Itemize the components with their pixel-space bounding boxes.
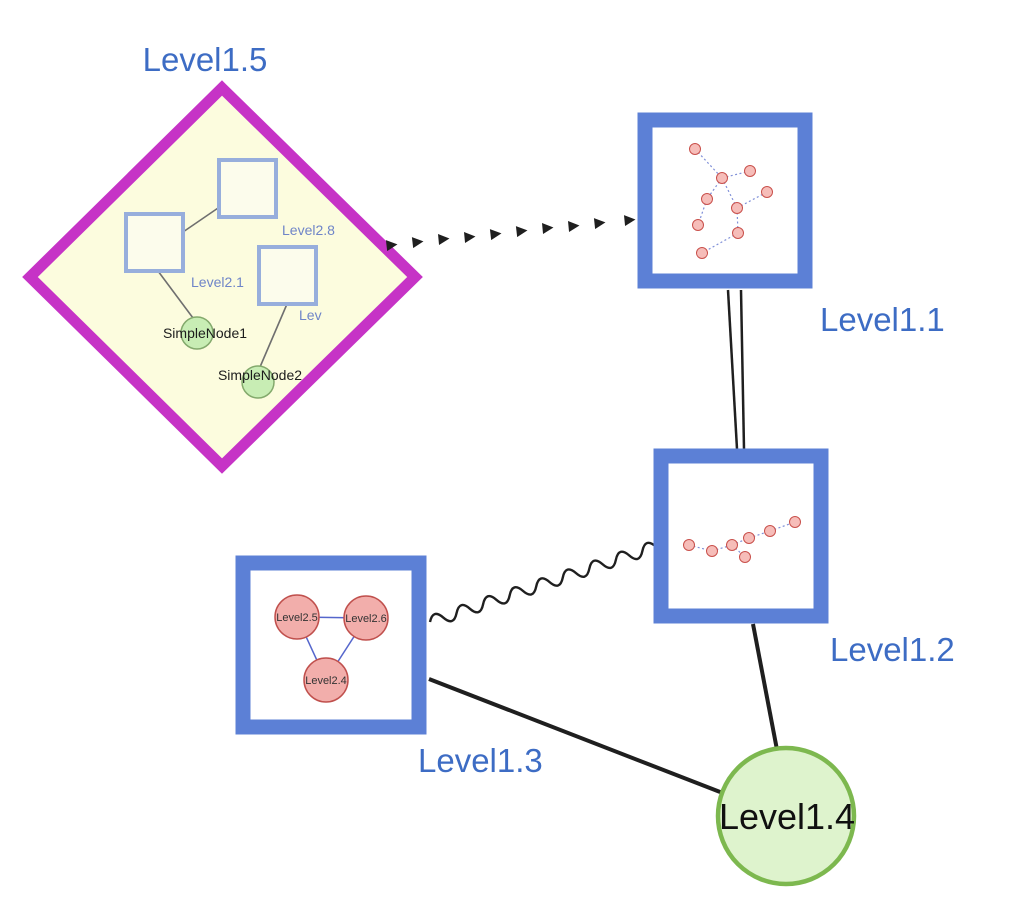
mini-node[interactable]	[789, 516, 801, 528]
mini-node[interactable]	[743, 532, 755, 544]
node-level1-4-circle[interactable]	[715, 745, 857, 887]
mini-node[interactable]	[696, 247, 708, 259]
label-level1-1: Level1.1	[820, 301, 945, 338]
node-level2-6-circle[interactable]	[343, 595, 389, 641]
label-simplenode2: SimpleNode2	[218, 367, 302, 383]
node-lev-square[interactable]	[257, 245, 318, 306]
label-simplenode1: SimpleNode1	[163, 325, 247, 341]
mini-node[interactable]	[689, 143, 701, 155]
mini-edge[interactable]	[711, 544, 733, 552]
node-level2-5-circle[interactable]	[274, 594, 320, 640]
inner-edge-level21-level28[interactable]	[182, 205, 222, 233]
edge-level13-level12[interactable]	[428, 541, 658, 628]
edge-level11-level12[interactable]	[726, 289, 746, 450]
mini-node[interactable]	[692, 219, 704, 231]
label-level2-8: Level2.8	[282, 222, 335, 238]
label-level2-4: Level2.4	[305, 675, 347, 687]
mini-node[interactable]	[764, 525, 776, 537]
label-lev: Lev	[299, 307, 322, 323]
node-level2-1-square[interactable]	[124, 212, 185, 273]
label-level1-5: Level1.5	[143, 41, 268, 78]
mini-node[interactable]	[683, 539, 695, 551]
mini-node[interactable]	[739, 551, 751, 563]
label-level2-6: Level2.6	[345, 613, 387, 625]
edge-level12-level14[interactable]	[751, 623, 780, 756]
node-level2-8-square[interactable]	[217, 158, 278, 219]
mini-node[interactable]	[732, 227, 744, 239]
node-level1-2-square[interactable]	[653, 448, 829, 624]
edge-level13-level14[interactable]	[428, 677, 734, 799]
mini-node[interactable]	[744, 165, 756, 177]
inner-edge-level21-simplenode1[interactable]	[157, 270, 194, 319]
label-level1-3: Level1.3	[418, 742, 543, 779]
mini-node[interactable]	[761, 186, 773, 198]
mini-graph-level12	[683, 516, 801, 563]
mini-node[interactable]	[701, 193, 713, 205]
node-simplenode2-circle[interactable]	[241, 365, 275, 399]
mini-edge[interactable]	[694, 148, 723, 179]
edge-level15-level11[interactable]	[385, 215, 636, 252]
mini-node[interactable]	[731, 202, 743, 214]
node-level1-3-square[interactable]	[235, 555, 427, 735]
mini-graph-level13	[274, 594, 389, 703]
node-level1-5-diamond[interactable]	[22, 80, 423, 474]
mini-graph-level11	[689, 143, 773, 259]
label-level2-1: Level2.1	[191, 274, 244, 290]
node-level1-1-square[interactable]	[637, 112, 813, 289]
label-level1-2: Level1.2	[830, 631, 955, 668]
inner-edge-lev-simplenode2[interactable]	[259, 303, 288, 368]
node-simplenode1-circle[interactable]	[180, 316, 214, 350]
label-level1-4: Level1.4	[719, 796, 855, 837]
mini-node[interactable]	[726, 539, 738, 551]
node-level2-4-circle[interactable]	[303, 657, 349, 703]
mini-node[interactable]	[716, 172, 728, 184]
label-level2-5: Level2.5	[276, 612, 318, 624]
mini-node[interactable]	[706, 545, 718, 557]
